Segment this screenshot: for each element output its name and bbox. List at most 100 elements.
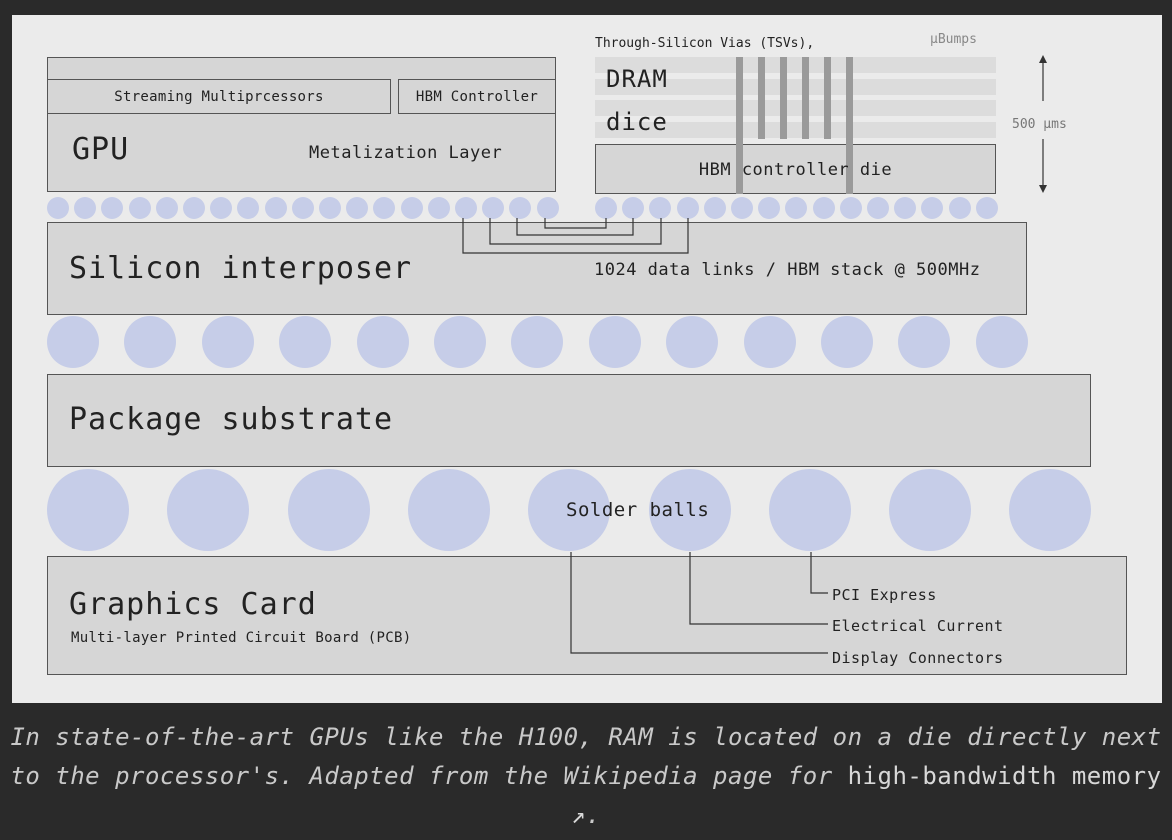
micro-bump — [455, 197, 477, 219]
micro-bump — [731, 197, 753, 219]
electrical-current-trace — [689, 552, 828, 625]
streaming-multiprocessors-label: Streaming Multiprcessors — [114, 88, 324, 105]
solder-ball — [528, 469, 611, 551]
c4-bump — [588, 316, 641, 368]
c4-bump — [743, 316, 796, 368]
figure-caption: In state-of-the-art GPUs like the H100, … — [0, 718, 1172, 835]
caption-end: . — [586, 801, 601, 829]
micro-bump — [183, 197, 205, 219]
micro-bump — [948, 197, 971, 219]
data-links-label: 1024 data links / HBM stack @ 500MHz — [594, 260, 981, 280]
micro-bump — [346, 197, 369, 219]
data-link-trace — [462, 218, 689, 254]
micro-bump — [785, 197, 808, 219]
c4-bump — [821, 316, 873, 368]
solder-ball — [47, 469, 129, 551]
micro-bump — [812, 197, 835, 219]
micro-bump — [128, 197, 151, 219]
micro-bump — [894, 197, 917, 219]
arrow-down-icon — [1039, 185, 1047, 193]
arrow-up-icon — [1039, 55, 1047, 63]
gpu-hbm-controller-box: HBM Controller — [398, 79, 556, 114]
solder-ball — [768, 469, 851, 551]
stack-height-label: 500 µms — [1012, 117, 1067, 132]
solder-ball — [648, 469, 731, 551]
data-link-trace — [544, 218, 607, 229]
dram-layer-1 — [595, 57, 996, 73]
micro-bump — [921, 197, 944, 219]
gpu-label: GPU — [72, 132, 130, 167]
c4-bump — [666, 316, 719, 368]
micro-bump — [676, 197, 699, 219]
graphics-card-pcb — [47, 556, 1127, 675]
micro-bump — [237, 197, 260, 219]
micro-bump — [47, 197, 69, 219]
micro-bump — [703, 197, 726, 219]
hbm-controller-die-label: HBM controller die — [698, 160, 893, 180]
electrical-current-label: Electrical Current — [832, 617, 1004, 635]
c4-bump — [124, 316, 177, 368]
tsv — [824, 57, 831, 139]
c4-bump — [279, 316, 332, 368]
c4-bump — [898, 316, 951, 368]
data-link-trace — [516, 218, 634, 236]
tsv — [758, 57, 765, 139]
micro-bump — [101, 197, 124, 219]
c4-bump — [434, 316, 486, 368]
c4-bump — [356, 316, 409, 368]
pci-express-label: PCI Express — [832, 586, 937, 604]
ubumps-label: µBumps — [930, 32, 977, 47]
micro-bump — [74, 197, 97, 219]
solder-ball — [407, 469, 490, 551]
tsv — [780, 57, 787, 139]
package-substrate-label: Package substrate — [69, 402, 394, 437]
c4-bump — [975, 316, 1028, 368]
micro-bump — [264, 197, 287, 219]
silicon-interposer-label: Silicon interposer — [69, 251, 413, 286]
tsv — [736, 57, 743, 194]
display-connectors-label: Display Connectors — [832, 649, 1004, 667]
dram-layer-4 — [595, 122, 996, 138]
silicon-interposer — [47, 222, 1027, 315]
c4-bump — [511, 316, 564, 368]
solder-ball — [287, 469, 370, 551]
gpu-hbm-controller-label: HBM Controller — [415, 88, 539, 105]
hbm-diagram: Streaming Multiprcessors HBM Controller … — [12, 15, 1162, 703]
dram-layer-3 — [595, 100, 996, 116]
tsv — [846, 57, 853, 194]
package-substrate — [47, 374, 1091, 467]
micro-bump — [319, 197, 341, 219]
solder-ball — [167, 469, 250, 551]
micro-bump — [595, 197, 617, 219]
tsv-label: Through-Silicon Vias (TSVs), — [595, 36, 815, 51]
connection-lines — [462, 55, 1047, 654]
graphics-card-label: Graphics Card — [69, 587, 317, 622]
dram-layer-2 — [595, 79, 996, 95]
micro-bump — [839, 197, 862, 219]
tsv — [802, 57, 809, 139]
micro-bump — [400, 197, 423, 219]
micro-bump — [373, 197, 396, 219]
pcb-label: Multi-layer Printed Circuit Board (PCB) — [71, 630, 412, 646]
pci-express-trace — [810, 552, 828, 594]
micro-bump — [291, 197, 314, 219]
micro-bump — [975, 197, 998, 219]
solder-ball — [889, 469, 972, 551]
dram-label: DRAM — [606, 65, 668, 93]
micro-bump — [509, 197, 532, 219]
micro-bump — [867, 197, 889, 219]
micro-bump — [649, 197, 672, 219]
data-link-trace — [489, 218, 662, 245]
solder-balls-label: Solder balls — [566, 499, 710, 521]
hbm-controller-die — [595, 144, 996, 194]
micro-bump — [427, 197, 450, 219]
metalization-layer-label: Metalization Layer — [309, 143, 503, 163]
hbm-wikipedia-link[interactable]: high-bandwidth memory ↗ — [571, 762, 1162, 829]
c4-bump — [47, 316, 99, 368]
c4-bump — [201, 316, 254, 368]
micro-bump — [622, 197, 645, 219]
micro-bump — [210, 197, 233, 219]
caption-text: In state-of-the-art GPUs like the H100, … — [10, 723, 1162, 790]
dice-label: dice — [606, 108, 668, 136]
streaming-multiprocessors-box: Streaming Multiprcessors — [47, 79, 391, 114]
